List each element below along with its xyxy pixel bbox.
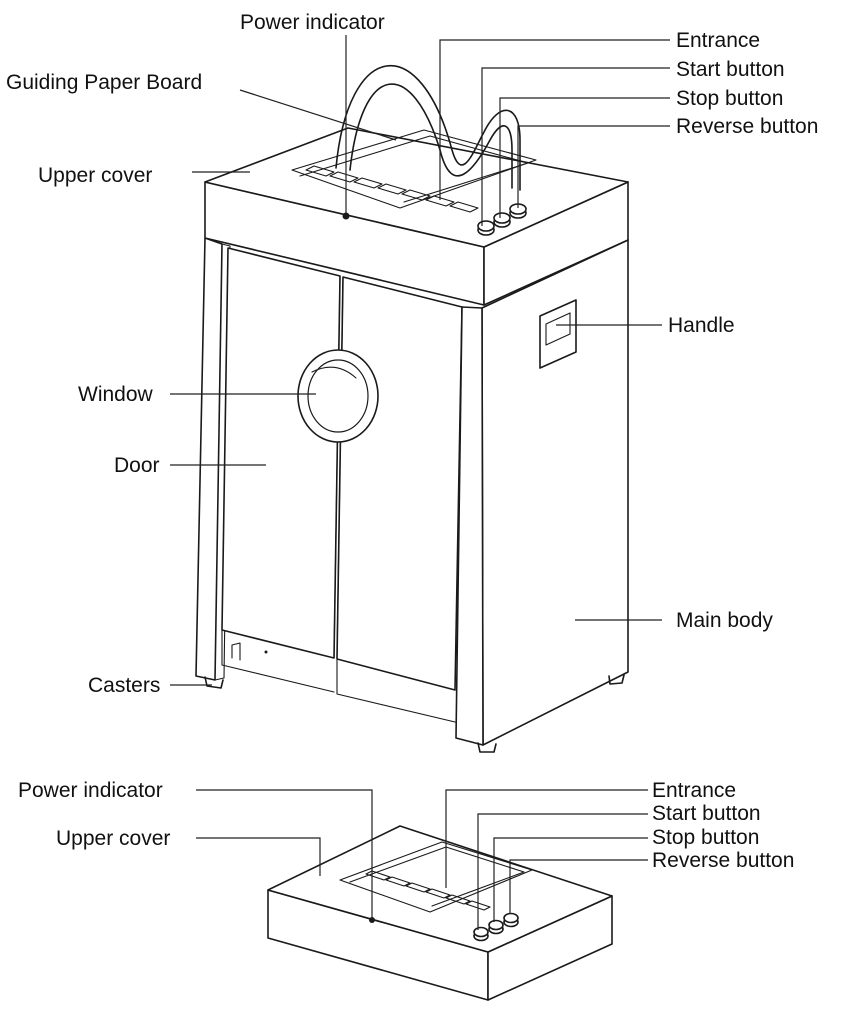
door-right-panel — [336, 276, 463, 691]
label-guiding-paper-board: Guiding Paper Board — [6, 71, 203, 94]
detail-cover-top — [267, 825, 613, 953]
label-window: Window — [78, 383, 153, 406]
shredder-main-illustration — [195, 64, 629, 753]
detail-buttons — [473, 912, 519, 942]
entrance-slots — [305, 165, 479, 213]
upper-cover-detail-illustration — [267, 825, 613, 1001]
left-pillar — [195, 237, 223, 681]
label-handle: Handle — [668, 314, 735, 337]
label-power-indicator: Power indicator — [240, 11, 385, 34]
handle-outline — [539, 299, 577, 369]
label-casters: Casters — [88, 674, 161, 697]
label-upper-cover: Upper cover — [38, 164, 153, 187]
leader-lines-detail — [196, 789, 648, 930]
caster-front-right — [477, 742, 497, 753]
label-main-body: Main body — [676, 609, 773, 632]
detail-power-indicator-dot — [369, 917, 375, 923]
door-left-panel — [221, 247, 341, 659]
right-pillar — [455, 306, 484, 746]
detail-label-entrance: Entrance — [652, 779, 737, 802]
detail-label-reverse-button: Reverse button — [652, 849, 795, 872]
detail-label-upper-cover: Upper cover — [56, 827, 171, 850]
detail-label-stop-button: Stop button — [652, 826, 760, 849]
label-start-button: Start button — [676, 58, 785, 81]
label-stop-button: Stop button — [676, 87, 784, 110]
guiding-paper-board — [335, 64, 521, 191]
power-indicator-dot — [342, 212, 350, 220]
detail-label-power-indicator: Power indicator — [18, 779, 163, 802]
label-entrance: Entrance — [676, 29, 761, 52]
caster-front-left — [204, 676, 224, 689]
label-door: Door — [114, 454, 160, 477]
label-reverse-button: Reverse button — [676, 115, 819, 138]
main-body-side — [481, 239, 629, 746]
control-buttons — [477, 203, 527, 236]
leader-lines-main — [170, 35, 670, 686]
caster-back-right — [608, 674, 625, 685]
detail-label-start-button: Start button — [652, 802, 761, 825]
